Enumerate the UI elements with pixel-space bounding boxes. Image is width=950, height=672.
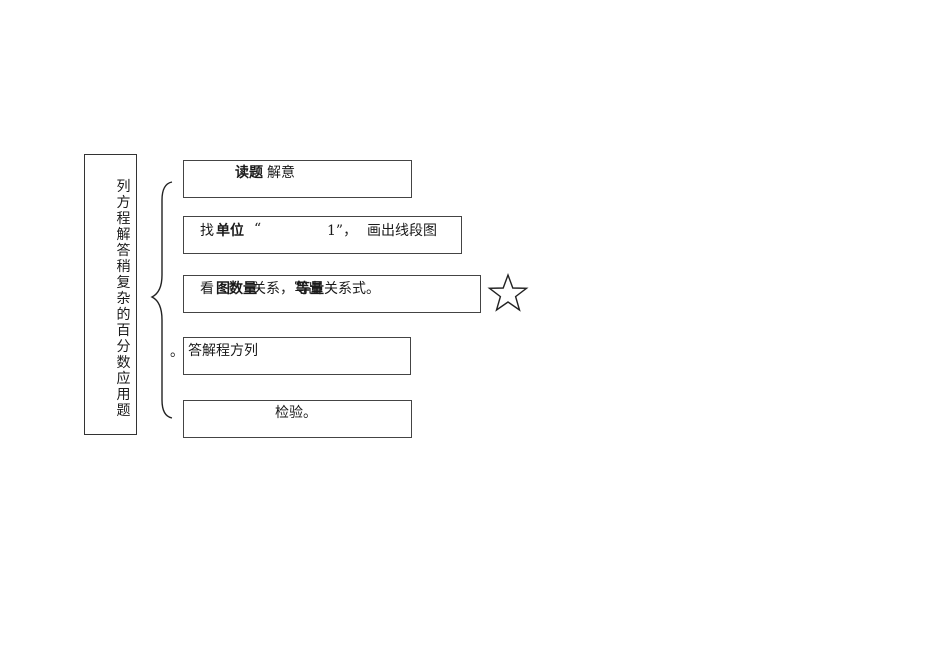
left-brace (150, 181, 173, 419)
step-box-3: 看 图 数量 关系 ，写出 等量 关系式。 (183, 275, 481, 313)
star-icon (487, 272, 529, 312)
step-box-2: 找 单位 “ 1”， 画出线段图 (183, 216, 462, 254)
step4-prefix: 。 (170, 344, 184, 360)
step2-rest: 画出线段图 (367, 223, 437, 239)
step2-num: 1”， (327, 223, 358, 239)
step-box-4: 答解程方列 (183, 337, 411, 375)
step3-mid: 数量 (229, 281, 257, 297)
step2-quote: “ (254, 221, 262, 237)
step3-rest2: 关系式。 (324, 281, 380, 297)
step4-text: 答解程方列 (188, 343, 258, 359)
step3-bold: 图 (216, 281, 230, 297)
step5-text: 检验。 (275, 405, 317, 421)
step2-prefix: 找 (200, 223, 214, 239)
step-box-5: 检验。 (183, 400, 412, 438)
title-vertical-text: 列方程解答稍复杂的百分数应用题 (116, 179, 131, 419)
step-box-1: 读题 解意 (183, 160, 412, 198)
title-box: 列方程解答稍复杂的百分数应用题 (84, 154, 137, 435)
step2-bold: 单位 (216, 223, 244, 239)
step3-rest: ，写出 (280, 281, 322, 297)
step3-bold2: 关系 (252, 281, 280, 297)
step3-bold3: 等量 (296, 281, 324, 297)
step3-prefix: 看 (200, 281, 214, 297)
step1-bold: 读题 (235, 165, 263, 181)
step1-rest: 解意 (267, 165, 295, 181)
